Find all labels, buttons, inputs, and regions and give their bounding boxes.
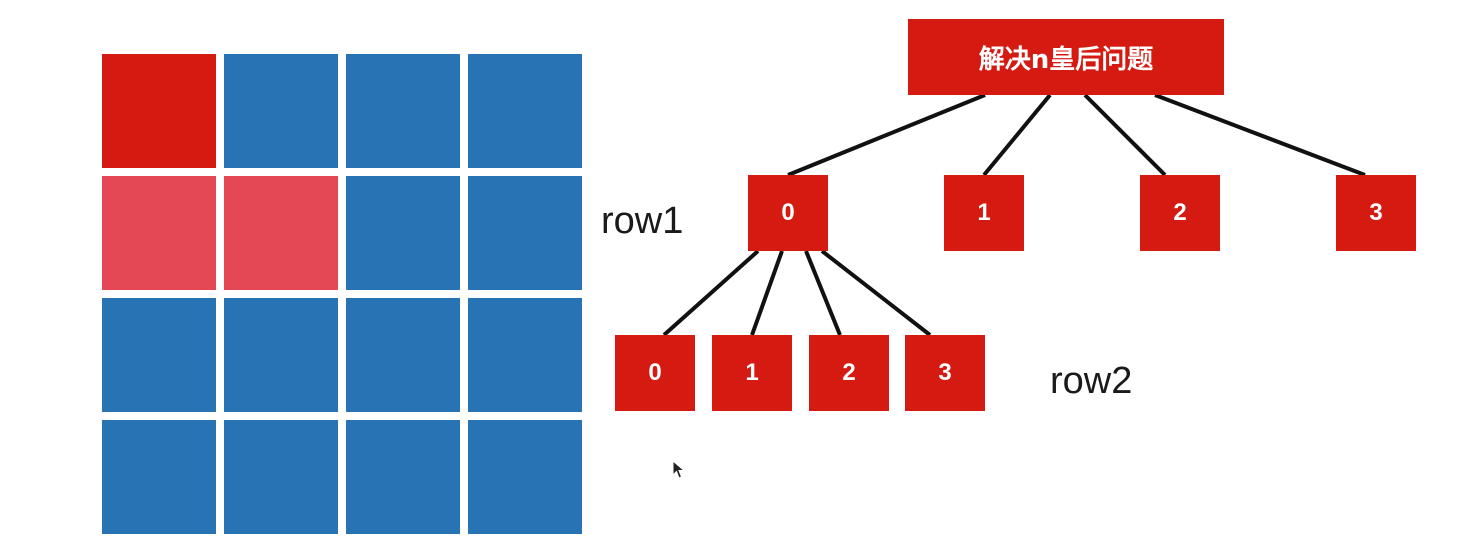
row2-label: row2 bbox=[1050, 360, 1133, 402]
level1-node-label: 1 bbox=[977, 199, 991, 226]
tree-edge bbox=[804, 250, 842, 336]
tree-edge bbox=[820, 249, 932, 337]
board-cell-empty bbox=[102, 298, 216, 412]
mouse-pointer-icon bbox=[672, 460, 686, 479]
tree-edge bbox=[1083, 93, 1167, 177]
board-cell-attacked bbox=[102, 176, 216, 290]
level1-node-1: 1 bbox=[944, 175, 1024, 251]
board-cell-empty bbox=[346, 420, 460, 534]
board-cell-empty bbox=[224, 420, 338, 534]
board-cell-empty bbox=[346, 298, 460, 412]
level2-node-3: 3 bbox=[905, 335, 985, 411]
level2-node-label: 1 bbox=[745, 359, 759, 386]
level1-node-3: 3 bbox=[1336, 175, 1416, 251]
tree-edge bbox=[750, 250, 784, 336]
tree-edge bbox=[787, 93, 986, 177]
level2-node-label: 2 bbox=[842, 359, 856, 386]
board-cell-empty bbox=[468, 298, 582, 412]
level1-node-0: 0 bbox=[748, 175, 828, 251]
level1-node-label: 0 bbox=[781, 199, 795, 226]
level2-node-1: 1 bbox=[712, 335, 792, 411]
chess-board bbox=[102, 54, 584, 536]
tree-edge bbox=[982, 93, 1052, 177]
board-cell-empty bbox=[468, 420, 582, 534]
board-cell-empty bbox=[102, 420, 216, 534]
board-cell-empty bbox=[346, 54, 460, 168]
level2-node-0: 0 bbox=[615, 335, 695, 411]
level2-node-label: 0 bbox=[648, 359, 662, 386]
tree-edge bbox=[662, 249, 760, 337]
board-cell-attacked bbox=[224, 176, 338, 290]
tree-edge bbox=[1154, 93, 1366, 177]
level1-node-label: 2 bbox=[1173, 199, 1187, 226]
board-cell-queen bbox=[102, 54, 216, 168]
level2-node-2: 2 bbox=[809, 335, 889, 411]
board-cell-empty bbox=[468, 54, 582, 168]
root-node: 解决n皇后问题 bbox=[908, 19, 1224, 95]
level1-node-2: 2 bbox=[1140, 175, 1220, 251]
board-cell-empty bbox=[346, 176, 460, 290]
board-cell-empty bbox=[224, 298, 338, 412]
level1-node-label: 3 bbox=[1369, 199, 1383, 226]
row1-label: row1 bbox=[601, 200, 684, 242]
root-node-label: 解决n皇后问题 bbox=[978, 44, 1154, 75]
board-cell-empty bbox=[224, 54, 338, 168]
board-cell-empty bbox=[468, 176, 582, 290]
level2-node-label: 3 bbox=[938, 359, 952, 386]
